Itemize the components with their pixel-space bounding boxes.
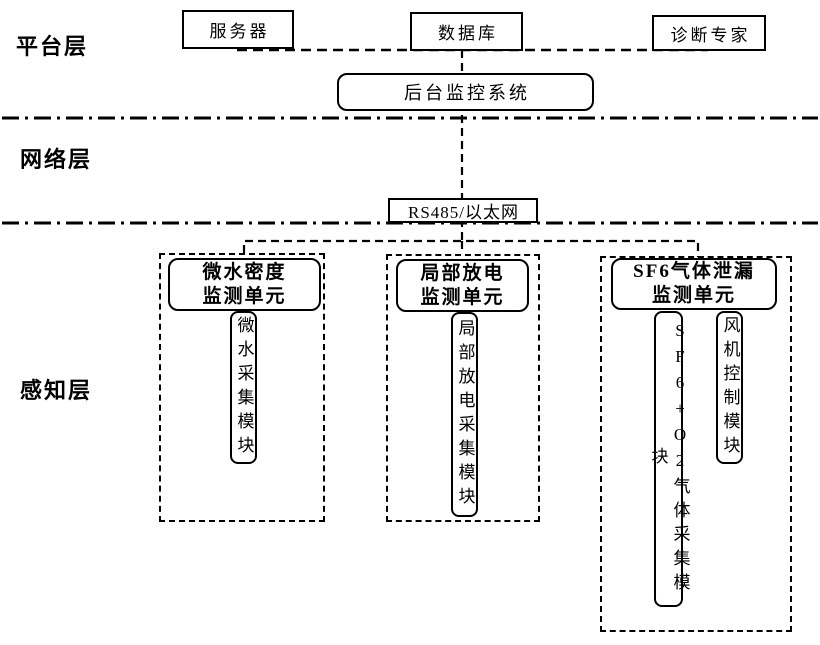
rs485-ethernet-box: RS485/以太网 bbox=[388, 198, 538, 223]
module-sf6-o2-gas-acquisition: SF6+O2气体采集模块 bbox=[649, 311, 690, 607]
unit-partial-discharge-title-line2: 监测单元 bbox=[420, 286, 505, 308]
module-partial-discharge-acquisition: 局部放电采集模块 bbox=[451, 312, 478, 517]
unit-sf6-leak-container bbox=[600, 256, 792, 632]
branch-line bbox=[242, 239, 700, 257]
layer-label-perception: 感知层 bbox=[20, 378, 93, 403]
unit-partial-discharge-header: 局部放电 监测单元 bbox=[396, 259, 529, 312]
unit-sf6-leak-header: SF6气体泄漏 监测单元 bbox=[611, 258, 777, 310]
diagnosis-expert-box: 诊断专家 bbox=[652, 15, 766, 51]
unit-sf6-leak-title-line1: SF6气体泄漏 bbox=[633, 261, 755, 282]
unit-microwater-title-line2: 监测单元 bbox=[202, 285, 287, 307]
module-microwater-acquisition: 微水采集模块 bbox=[230, 311, 257, 464]
module-fan-control: 风机控制模块 bbox=[716, 311, 743, 464]
server-box: 服务器 bbox=[182, 10, 294, 49]
unit-partial-discharge-title-line1: 局部放电 bbox=[420, 262, 505, 284]
backend-monitor-box: 后台监控系统 bbox=[337, 73, 594, 111]
layer-label-platform: 平台层 bbox=[16, 34, 89, 59]
unit-sf6-leak-title-line2: 监测单元 bbox=[651, 285, 736, 306]
unit-microwater-header: 微水密度 监测单元 bbox=[168, 258, 321, 311]
unit-microwater-container bbox=[159, 253, 325, 522]
database-box: 数据库 bbox=[410, 12, 523, 51]
unit-microwater-title-line1: 微水密度 bbox=[202, 261, 287, 283]
unit-partial-discharge-container bbox=[386, 254, 540, 522]
layer-label-network: 网络层 bbox=[20, 147, 93, 172]
